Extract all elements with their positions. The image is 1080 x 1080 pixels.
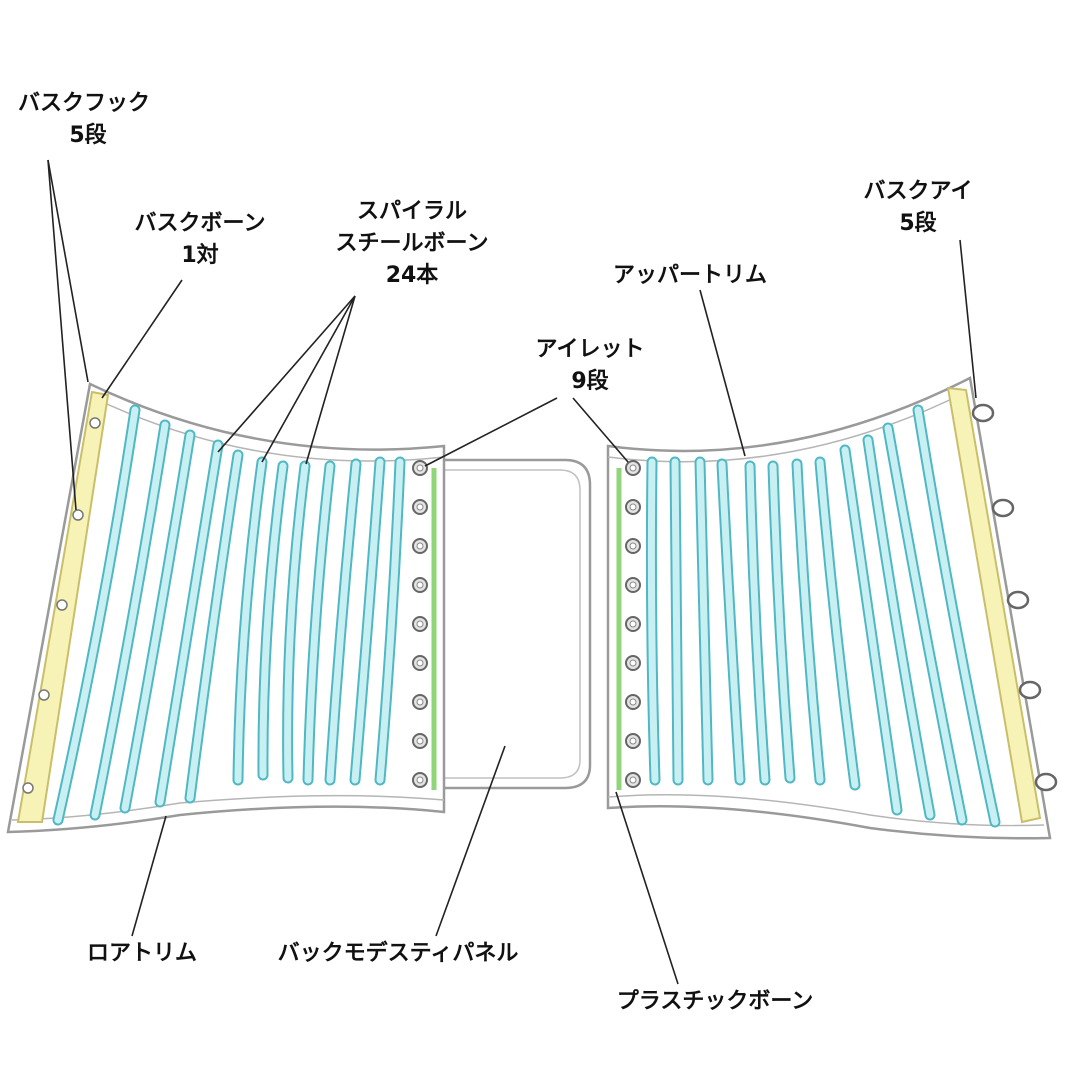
- eyelet-name: アイレット: [535, 337, 645, 362]
- eyelet-hole: [416, 620, 424, 628]
- leader-plastic-bone: [615, 791, 679, 985]
- plastic-bone-name: プラスチックボーン: [616, 989, 814, 1014]
- label-upper-trim: アッパートリム: [590, 260, 790, 292]
- upper-trim-name: アッパートリム: [612, 263, 767, 288]
- busk-hook-hole: [72, 509, 84, 521]
- label-busk-bone: バスクボーン 1対: [120, 208, 280, 272]
- label-busk-eye: バスクアイ 5段: [838, 176, 998, 240]
- spiral-steel-bone: [671, 458, 682, 784]
- spiral-steel-bone: [351, 458, 384, 784]
- spiral-steel-bone: [376, 458, 404, 784]
- spiral-bone-line1: スパイラル: [356, 199, 467, 224]
- eyelet-hole: [629, 503, 637, 511]
- label-busk-hook: バスクフック 5段: [4, 88, 164, 152]
- busk-eye-name: バスクアイ: [863, 179, 973, 204]
- label-eyelet: アイレット 9段: [510, 334, 670, 398]
- leader-busk-hook-b: [47, 159, 77, 511]
- busk-hook-hole: [22, 782, 34, 794]
- busk-hook-hole: [89, 417, 101, 429]
- leader-busk-eye: [959, 239, 977, 399]
- spiral-steel-bone: [647, 458, 659, 784]
- spiral-steel-bone: [769, 462, 794, 782]
- busk-eye-loop: [971, 403, 995, 423]
- leader-modesty-panel: [435, 745, 506, 937]
- spiral-steel-bone: [696, 458, 712, 784]
- busk-hook-name: バスクフック: [17, 91, 150, 116]
- spiral-steel-bone: [54, 406, 139, 824]
- leader-busk-hook-a: [47, 159, 89, 383]
- leader-lower-trim: [131, 815, 167, 937]
- busk-hook-hole: [56, 599, 68, 611]
- leader-upper-trim: [699, 289, 746, 457]
- eyelet-hole: [629, 542, 637, 550]
- right-lower-trim: [607, 794, 1045, 827]
- eyelet-hole: [629, 464, 637, 472]
- eyelet-hole: [416, 581, 424, 589]
- spiral-steel-bone: [259, 462, 287, 779]
- leader-eyelet-a: [424, 397, 558, 467]
- spiral-steel-bone: [914, 406, 999, 826]
- busk-bone-right: [946, 386, 1042, 824]
- modesty-panel-inner: [440, 469, 581, 779]
- leader-spiral-a: [217, 295, 356, 453]
- spiral-steel-bones: [52, 404, 1001, 828]
- spiral-steel-bone: [304, 462, 334, 784]
- spiral-steel-bone: [746, 462, 769, 784]
- spiral-bone-count: 24本: [385, 262, 439, 288]
- leader-lines: [47, 159, 977, 985]
- eyelet-hole: [416, 503, 424, 511]
- spiral-steel-bone: [284, 462, 309, 782]
- busk-eye-loops: [971, 403, 1058, 792]
- eyelet-hole: [416, 737, 424, 745]
- busk-hook-count: 5段: [69, 122, 107, 148]
- busk-eye-loop: [1018, 680, 1042, 700]
- busk-bone-count: 1対: [181, 242, 219, 268]
- spiral-steel-bone: [816, 458, 859, 789]
- leader-eyelet-b: [572, 397, 629, 463]
- busk-hook-hole: [38, 689, 50, 701]
- eyelet-hole: [629, 776, 637, 784]
- eyelet-hole: [416, 698, 424, 706]
- spiral-steel-bone: [186, 451, 242, 802]
- busk-bone-name: バスクボーン: [134, 211, 266, 236]
- spiral-bone-line2: スチールボーン: [335, 230, 489, 256]
- busk-hook-holes: [22, 417, 101, 794]
- eyelet-hole: [416, 659, 424, 667]
- spiral-steel-bone: [91, 421, 169, 819]
- busk-eye-loop: [991, 498, 1015, 518]
- label-spiral-bone: スパイラル スチールボーン 24本: [312, 196, 512, 292]
- busk-eye-count: 5段: [899, 210, 937, 236]
- busk-eye-loop: [1006, 590, 1030, 610]
- eyelet-hole: [629, 659, 637, 667]
- eyelet-hole: [629, 698, 637, 706]
- spiral-steel-bone: [156, 441, 222, 806]
- eyelet-hole: [416, 464, 424, 472]
- label-modesty-panel: バックモデスティパネル: [248, 938, 548, 970]
- label-lower-trim: ロアトリム: [62, 938, 222, 970]
- spiral-steel-bone: [234, 458, 266, 784]
- spiral-steel-bone: [864, 436, 934, 819]
- leader-spiral-b: [261, 295, 356, 463]
- spiral-steel-bone: [884, 424, 966, 824]
- spiral-steel-bone: [326, 460, 360, 784]
- busk-eye-loop: [1034, 772, 1058, 792]
- eyelet-hole: [416, 776, 424, 784]
- eyelets: [412, 460, 641, 788]
- label-plastic-bone: プラスチックボーン: [590, 986, 840, 1018]
- leader-busk-bone: [101, 279, 183, 399]
- spiral-steel-bone: [841, 446, 901, 814]
- spiral-steel-bone: [718, 460, 744, 784]
- spiral-steel-bone: [793, 460, 824, 784]
- eyelet-hole: [629, 581, 637, 589]
- lower-trim-name: ロアトリム: [86, 941, 197, 966]
- modesty-panel-outline: [438, 458, 592, 790]
- spiral-steel-bone: [121, 431, 194, 812]
- eyelet-count: 9段: [571, 368, 609, 394]
- modesty-panel-name: バックモデスティパネル: [277, 941, 519, 966]
- eyelet-hole: [629, 737, 637, 745]
- eyelet-hole: [416, 542, 424, 550]
- leader-spiral-c: [305, 295, 356, 465]
- eyelet-hole: [629, 620, 637, 628]
